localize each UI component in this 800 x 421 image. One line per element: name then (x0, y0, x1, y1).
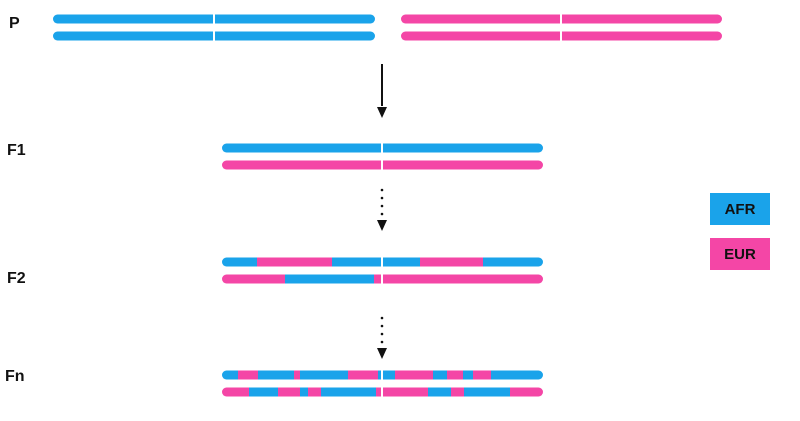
fn-recombinant-chromatid-bottom-segment (308, 387, 321, 397)
fn-recombinant-chromatid-bottom (222, 387, 543, 397)
centromere-notch (560, 13, 562, 25)
legend-eur-label: EUR (724, 245, 756, 263)
f2-recombinant-chromatid-top-segment (222, 257, 257, 267)
generation-label-p: P (9, 15, 20, 32)
f2-recombinant-chromatid-top-segment (483, 257, 543, 267)
fn-recombinant-chromatid-top-segment (238, 370, 258, 380)
centromere-notch (381, 256, 383, 268)
fn-recombinant-chromatid-top-segment (447, 370, 463, 380)
legend-eur: EUR (710, 238, 770, 270)
centromere-notch (381, 142, 383, 154)
f2-recombinant-chromatid-bottom (222, 274, 543, 284)
fn-recombinant-chromatid-bottom-segment (321, 387, 376, 397)
centromere-notch (381, 386, 383, 398)
centromere-notch (381, 159, 383, 171)
fn-recombinant-chromatid-bottom-segment (278, 387, 300, 397)
legend-afr: AFR (710, 193, 770, 225)
dotted-arrow-dot (380, 324, 384, 328)
fn-recombinant-chromatid-top (222, 370, 543, 380)
centromere-notch (381, 273, 383, 285)
fn-recombinant-chromatid-bottom-segment (300, 387, 308, 397)
fn-recombinant-chromatid-top-segment (491, 370, 543, 380)
fn-recombinant-chromatid-bottom-segment (464, 387, 510, 397)
centromere-notch (213, 13, 215, 25)
f2-recombinant-chromatid-top-segment (420, 257, 483, 267)
fn-recombinant-chromatid-top-segment (300, 370, 348, 380)
fn-recombinant-chromatid-top-segment (433, 370, 447, 380)
f2-recombinant-chromatid-top-segment (257, 257, 332, 267)
fn-recombinant-chromatid-bottom-segment (510, 387, 543, 397)
dotted-arrow-dot (380, 188, 384, 192)
dotted-arrow-dot (380, 212, 384, 216)
fn-recombinant-chromatid-bottom-segment (222, 387, 249, 397)
dotted-arrow-dot (380, 340, 384, 344)
fn-recombinant-chromatid-top-segment (258, 370, 294, 380)
centromere-notch (560, 30, 562, 42)
dotted-arrow-dot (380, 316, 384, 320)
generation-label-f1: F1 (7, 142, 26, 159)
f2-recombinant-chromatid-top (222, 257, 543, 267)
dotted-arrow-dot (380, 204, 384, 208)
f2-recombinant-chromatid-bottom-segment (222, 274, 285, 284)
dotted-arrow-dot (380, 332, 384, 336)
fn-recombinant-chromatid-bottom-segment (249, 387, 278, 397)
solid-arrow-head (377, 107, 387, 118)
centromere-notch (213, 30, 215, 42)
fn-recombinant-chromatid-bottom-segment (428, 387, 451, 397)
legend-afr-label: AFR (724, 200, 756, 218)
fn-recombinant-chromatid-bottom-segment (376, 387, 428, 397)
fn-recombinant-chromatid-bottom-segment (451, 387, 464, 397)
fn-recombinant-chromatid-top-segment (378, 370, 395, 380)
dotted-arrow-head (377, 220, 387, 231)
fn-recombinant-chromatid-top-segment (348, 370, 378, 380)
fn-recombinant-chromatid-top-segment (222, 370, 238, 380)
fn-recombinant-chromatid-top-segment (395, 370, 433, 380)
fn-recombinant-chromatid-top-segment (473, 370, 491, 380)
generation-label-f2: F2 (7, 270, 26, 287)
dotted-arrow-dot (380, 196, 384, 200)
centromere-notch (381, 369, 383, 381)
f2-recombinant-chromatid-bottom-segment (285, 274, 374, 284)
f2-recombinant-chromatid-bottom-segment (374, 274, 543, 284)
generation-label-fn: Fn (5, 368, 25, 385)
dotted-arrow-head (377, 348, 387, 359)
fn-recombinant-chromatid-top-segment (463, 370, 473, 380)
fn-recombinant-chromatid-top-segment (294, 370, 300, 380)
f2-recombinant-chromatid-top-segment (332, 257, 420, 267)
